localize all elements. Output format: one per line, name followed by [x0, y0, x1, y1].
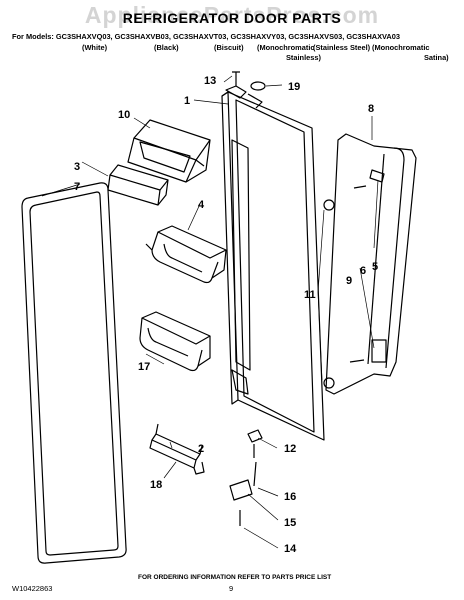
color-biscuit: (Biscuit) — [214, 43, 244, 52]
spacer-lower — [323, 377, 335, 389]
callout-9: 9 — [346, 275, 352, 287]
callout-17: 17 — [138, 361, 150, 373]
callout-6: 6 — [360, 265, 366, 277]
callout-13: 13 — [204, 75, 216, 87]
callout-15: 15 — [284, 517, 296, 529]
bottom-trim — [149, 423, 205, 475]
color-monochromatic-satina-1: (Monochromatic — [372, 43, 430, 52]
refrigerator-door — [221, 85, 325, 441]
callout-11: 11 — [304, 289, 316, 301]
document-number: W10422863 — [12, 584, 53, 593]
dairy-bin-upper — [127, 119, 211, 183]
door-bin-rail — [145, 225, 227, 284]
callout-4: 4 — [198, 199, 205, 211]
spacer-upper — [323, 199, 335, 211]
callout-12: 12 — [284, 443, 296, 455]
callout-18: 18 — [150, 479, 162, 491]
top-cap — [250, 81, 266, 91]
watermark: AppliancePartsPros.com — [84, 2, 380, 28]
models-line: For Models: GC3SHAXVQ03, GC3SHAXVB03, GC… — [12, 32, 400, 41]
bottom-hinge-parts — [229, 429, 263, 526]
callout-1: 1 — [184, 95, 190, 107]
color-monochromatic-satina-2: Satina) — [424, 53, 449, 62]
ordering-note: FOR ORDERING INFORMATION REFER TO PARTS … — [138, 574, 332, 581]
page-title: REFRIGERATOR DOOR PARTS — [122, 10, 342, 26]
callout-19: 19 — [288, 81, 300, 93]
color-stainless-steel: (Stainless Steel) — [313, 43, 371, 52]
color-black: (Black) — [154, 43, 179, 52]
page-number: 9 — [229, 584, 234, 593]
top-screw — [232, 71, 240, 86]
callout-10: 10 — [118, 109, 130, 121]
callout-5: 5 — [372, 261, 378, 273]
color-monochromatic-stainless-2: Stainless) — [286, 53, 321, 62]
callout-16: 16 — [284, 491, 296, 503]
door-bin-lower — [139, 311, 211, 372]
callout-7: 7 — [74, 181, 80, 193]
callout-14: 14 — [284, 543, 297, 555]
color-white: (White) — [82, 43, 108, 52]
callout-8: 8 — [368, 103, 374, 115]
door-shelf-small — [107, 164, 169, 206]
callout-3: 3 — [74, 161, 80, 173]
door-gasket — [21, 182, 127, 564]
callout-2: 2 — [198, 443, 204, 455]
color-monochromatic-stainless-1: (Monochromatic — [257, 43, 315, 52]
handle-mount-upper — [353, 169, 385, 189]
handle-mount-lower — [349, 339, 387, 363]
